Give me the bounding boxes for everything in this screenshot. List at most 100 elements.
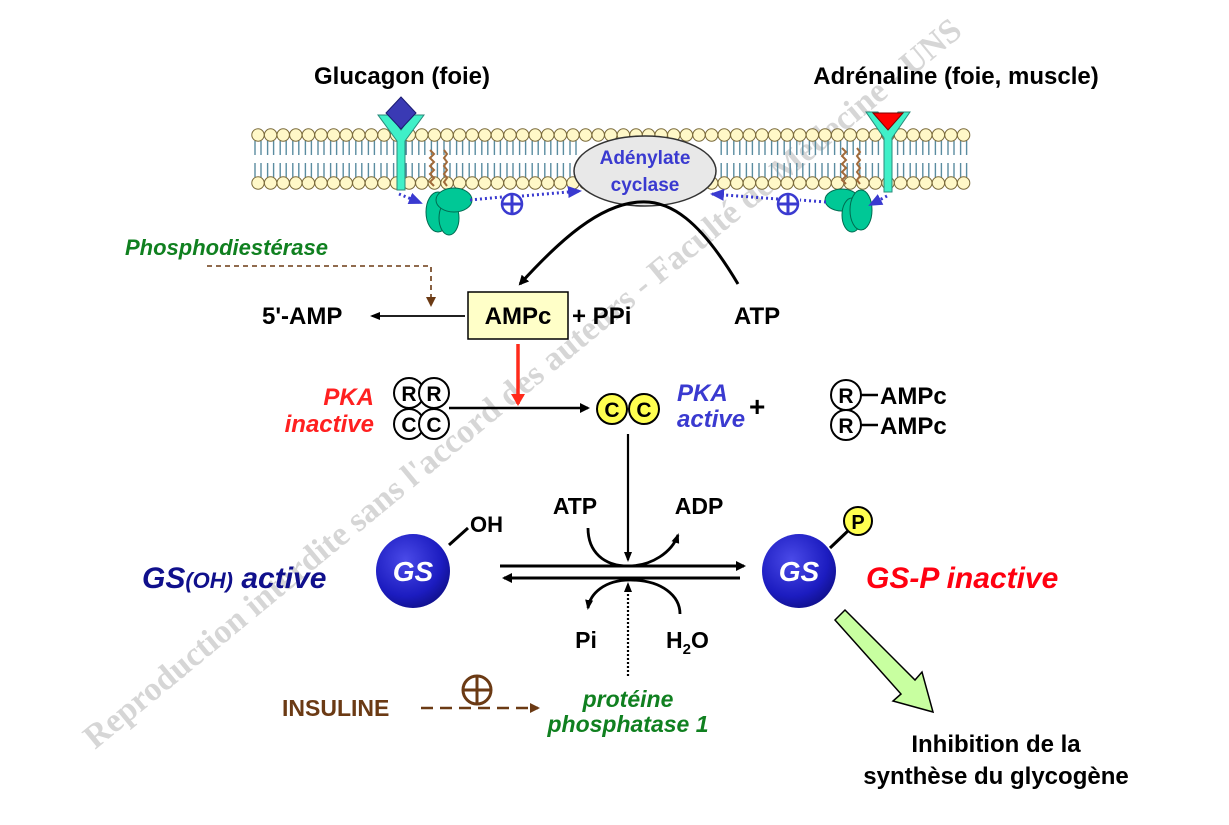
lipid-head — [956, 128, 971, 142]
lipid-head — [893, 176, 908, 190]
lipid-tail — [493, 138, 502, 180]
lipid-head — [465, 176, 479, 190]
lipid-tail — [556, 138, 565, 180]
lipid-head — [591, 128, 605, 142]
lipid-head — [490, 128, 505, 142]
lipid-head — [679, 128, 694, 142]
oh-label: OH — [470, 512, 503, 537]
camp-label: AMPc — [485, 303, 552, 330]
adenylate-cyclase: Adénylate cyclase — [573, 135, 717, 207]
lipid-head — [301, 176, 316, 190]
lipid-head — [528, 128, 542, 142]
lipid-tail — [367, 138, 376, 180]
lipid-head — [503, 128, 517, 142]
lipid-tail — [254, 138, 262, 180]
insulin-label: INSULINE — [282, 695, 389, 721]
lipid-tail — [304, 138, 313, 180]
lipid-head — [780, 128, 794, 142]
lipid-head — [415, 176, 429, 190]
lipid-head — [780, 176, 794, 190]
lipid-head — [276, 176, 290, 190]
adenylate-cyclase-label-2: cyclase — [611, 175, 680, 196]
lipid-head — [364, 176, 379, 190]
lipid-head — [818, 128, 832, 142]
pp1-label-2: phosphatase 1 — [546, 711, 708, 737]
lipid-head — [377, 128, 391, 142]
lipid-head — [503, 176, 517, 190]
lipid-head — [352, 128, 366, 142]
gs-active-label: GS(OH) active — [142, 562, 326, 595]
lipid-tail — [279, 138, 287, 180]
lipid-tail — [859, 138, 867, 180]
lipid-head — [742, 176, 757, 190]
lipid-tail — [922, 138, 930, 180]
lipid-head — [931, 128, 946, 142]
gs-active-label-main: GS — [142, 562, 185, 595]
outcome-arrow — [833, 608, 935, 714]
r-camp-label-2: AMPc — [880, 413, 947, 440]
lipid-tail — [292, 138, 300, 180]
h2o-h: H — [666, 627, 683, 653]
pka-active-label-2: active — [677, 406, 745, 433]
lipid-tail — [329, 138, 338, 180]
lipid-tail — [909, 138, 917, 180]
subunit-r: R — [838, 415, 853, 438]
lipid-head — [478, 176, 492, 190]
activation-plus-left-icon — [500, 192, 524, 216]
lipid-head — [742, 128, 757, 142]
lipid-head — [263, 128, 278, 142]
lipid-head — [528, 176, 542, 190]
lipid-head — [339, 128, 353, 142]
adrenaline-ligand-icon — [871, 112, 905, 131]
pka-active-label-1: PKA — [677, 380, 728, 407]
lipid-head — [314, 128, 328, 142]
subunit-c: C — [426, 414, 441, 437]
lipid-head — [730, 176, 744, 190]
lipid-head — [541, 176, 555, 190]
adp-product-label: ADP — [675, 493, 724, 519]
subunit-c: C — [604, 399, 619, 422]
lipid-head — [578, 128, 593, 142]
lipid-head — [944, 128, 958, 142]
lipid-head — [717, 128, 731, 142]
lipid-head — [856, 128, 870, 142]
lipid-head — [251, 128, 265, 142]
r-camp-label-1: AMPc — [880, 383, 947, 410]
lipid-head — [730, 128, 744, 142]
lipid-head — [490, 176, 505, 190]
phosphodiesterase-arrow — [207, 265, 436, 307]
phosphate-group — [843, 506, 873, 536]
pka-inactive-label-2: inactive — [285, 411, 374, 438]
lipid-head — [251, 176, 265, 190]
pka-holoenzyme: R R C C — [393, 377, 450, 440]
gs-active-label-rest: active — [233, 562, 326, 595]
subunit-r: R — [838, 385, 853, 408]
gs-active-label-sub: (OH) — [185, 568, 233, 593]
lipid-head — [919, 128, 933, 142]
lipid-tail — [733, 138, 741, 180]
glucagon-ligand-icon — [385, 96, 417, 130]
h2o-o: O — [691, 627, 709, 653]
oh-bond — [447, 526, 470, 547]
lipid-tail — [896, 138, 905, 180]
lipid-head — [553, 128, 568, 142]
lipid-head — [326, 128, 341, 142]
subunit-c: C — [401, 414, 416, 437]
outcome-line-2: synthèse du glycogène — [863, 763, 1128, 790]
lipid-tail — [934, 138, 943, 180]
lipid-head — [717, 176, 731, 190]
lipid-tail — [342, 138, 350, 180]
lipid-head — [276, 128, 290, 142]
camp-box — [467, 291, 569, 340]
lipid-head — [541, 128, 555, 142]
lipid-head — [805, 128, 820, 142]
glucagon-label: Glucagon (foie) — [314, 63, 490, 90]
lipid-tail — [380, 138, 388, 180]
phosphate-label: P — [851, 512, 864, 534]
lipid-head — [289, 128, 303, 142]
lipid-head — [515, 128, 530, 142]
ppi-label: + PPi — [572, 303, 631, 330]
h2o-pi-curve — [585, 578, 682, 615]
lipid-head — [906, 176, 920, 190]
